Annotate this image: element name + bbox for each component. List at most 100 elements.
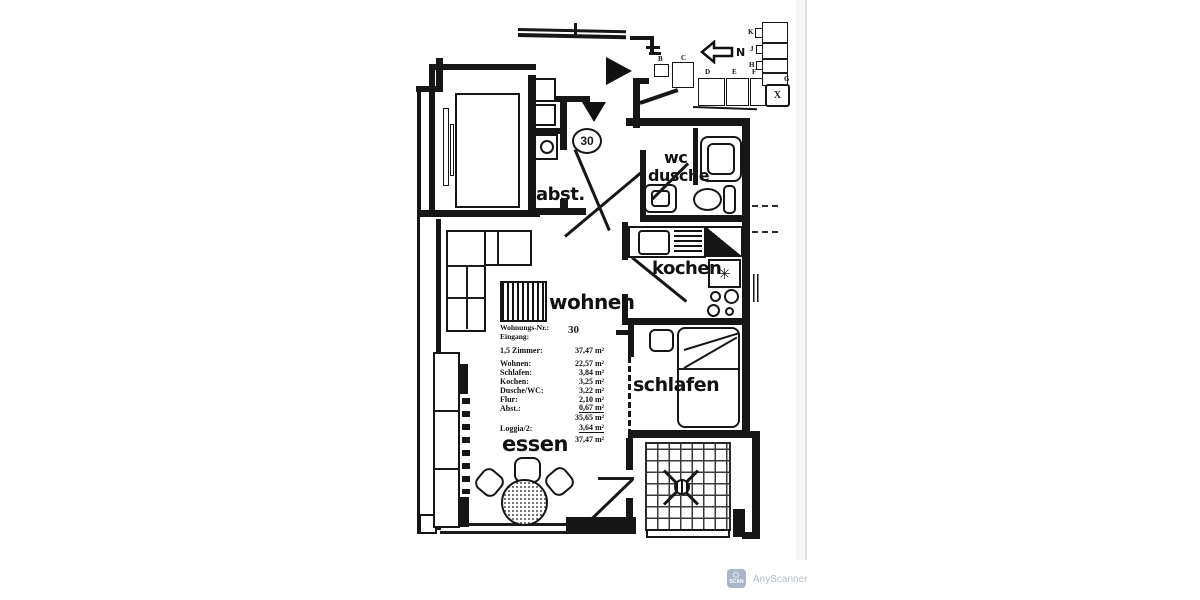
door-stub	[560, 199, 568, 208]
site-building	[654, 64, 669, 77]
dimension-dash	[752, 231, 778, 233]
wall	[742, 431, 760, 438]
dimension-dash	[752, 205, 778, 207]
site-pointer-line	[639, 88, 679, 105]
unit-number-circle: 30	[572, 128, 602, 154]
table-row: 37,47 m²	[574, 435, 604, 444]
table-row: 1,5 Zimmer:37,47 m²	[500, 346, 604, 355]
page-edge-line	[805, 0, 807, 560]
kitchen-drainer	[674, 230, 702, 254]
wall	[566, 517, 636, 534]
site-letter: H	[749, 61, 755, 69]
sofa-divider	[466, 267, 468, 329]
wall	[616, 330, 630, 335]
site-building-column	[762, 22, 788, 86]
wall-radiator	[753, 274, 759, 302]
site-letter: C	[681, 54, 687, 62]
cabinet-divider	[434, 410, 459, 412]
room-label-abst: abst.	[536, 184, 585, 205]
section-line-lower	[517, 33, 627, 40]
window-slat	[443, 108, 449, 186]
direction-triangle-icon	[606, 57, 632, 85]
wall	[417, 210, 540, 217]
bed-fold-line	[679, 368, 738, 370]
toilet-bowl	[693, 188, 722, 211]
wall	[622, 222, 628, 260]
dashed-wall	[628, 357, 635, 435]
washing-machine-drum	[540, 140, 554, 154]
cabinet	[433, 352, 460, 528]
table-entry-label: Eingang:	[500, 332, 530, 341]
site-letter: F	[752, 68, 757, 76]
site-notch	[756, 61, 763, 70]
wall	[628, 430, 750, 438]
chair	[541, 463, 578, 500]
wall	[622, 294, 628, 325]
stove-burner	[725, 307, 734, 316]
wall	[646, 46, 660, 49]
entrance-triangle-icon	[582, 102, 606, 122]
site-notch	[756, 45, 763, 54]
site-divider	[763, 72, 787, 74]
north-arrow-icon	[700, 40, 734, 64]
site-building	[698, 78, 725, 106]
stove-burner	[707, 304, 720, 317]
table-row: Schlafen:3,84 m²	[500, 368, 604, 377]
wall	[429, 64, 435, 212]
shaft-box	[534, 104, 556, 126]
neighbour-loggia-floor	[455, 93, 520, 208]
wall	[649, 52, 661, 55]
toilet-cistern	[723, 185, 736, 214]
site-ground-line	[692, 106, 757, 111]
site-letter: J	[750, 45, 754, 53]
section-tick	[574, 23, 577, 36]
wall	[417, 90, 421, 214]
wall	[622, 318, 750, 325]
anyscanner-badge-icon: SCAN	[727, 569, 746, 588]
table-row: Flur:2,10 m²	[500, 395, 604, 404]
unit-number-table: 30	[568, 324, 579, 336]
wall	[528, 75, 536, 215]
north-label: N	[736, 46, 745, 59]
wall	[556, 96, 590, 102]
wall	[633, 84, 640, 128]
window-line	[440, 531, 568, 534]
wall	[633, 78, 649, 84]
dining-table	[501, 479, 548, 526]
site-letter: B	[658, 55, 663, 63]
wall	[693, 128, 698, 185]
apartment-info-table: Wohnungs-Nr.: Eingang: 1,5 Zimmer:37,47 …	[500, 323, 604, 444]
loggia-parapet	[646, 529, 730, 538]
wall	[626, 438, 633, 470]
table-row: Dusche/WC:3,22 m²	[500, 386, 604, 395]
table-header-label: Wohnungs-Nr.:	[500, 323, 550, 332]
site-letter: D	[705, 68, 711, 76]
wall	[560, 102, 567, 150]
site-divider	[763, 58, 787, 60]
table-row: Abst.:0,67 m²	[500, 403, 604, 413]
anyscanner-label: AnyScanner	[753, 574, 808, 585]
radiator-block	[459, 364, 468, 394]
room-label-essen: essen	[502, 432, 568, 456]
loggia-drain	[674, 479, 690, 495]
wall	[626, 118, 750, 126]
room-label-schlafen: schlafen	[633, 374, 720, 396]
wall	[528, 208, 586, 215]
room-label-wohnen: wohnen	[549, 290, 635, 314]
wall	[742, 126, 750, 433]
site-letter: E	[732, 68, 737, 76]
table-row: Wohnen:22,57 m²	[500, 359, 604, 368]
fridge-symbol	[706, 226, 743, 257]
wall	[628, 325, 634, 357]
cabinet-divider	[434, 468, 459, 470]
site-letter: K	[748, 28, 754, 36]
wall	[528, 128, 562, 134]
table-row: 35,65 m²	[574, 413, 604, 422]
freezer-symbol: ✳	[708, 259, 741, 288]
sofa-divider	[497, 232, 499, 265]
window-line	[440, 523, 568, 526]
site-stairwell-box: X	[765, 84, 790, 107]
wall	[640, 215, 750, 222]
radiator-block	[460, 497, 469, 527]
